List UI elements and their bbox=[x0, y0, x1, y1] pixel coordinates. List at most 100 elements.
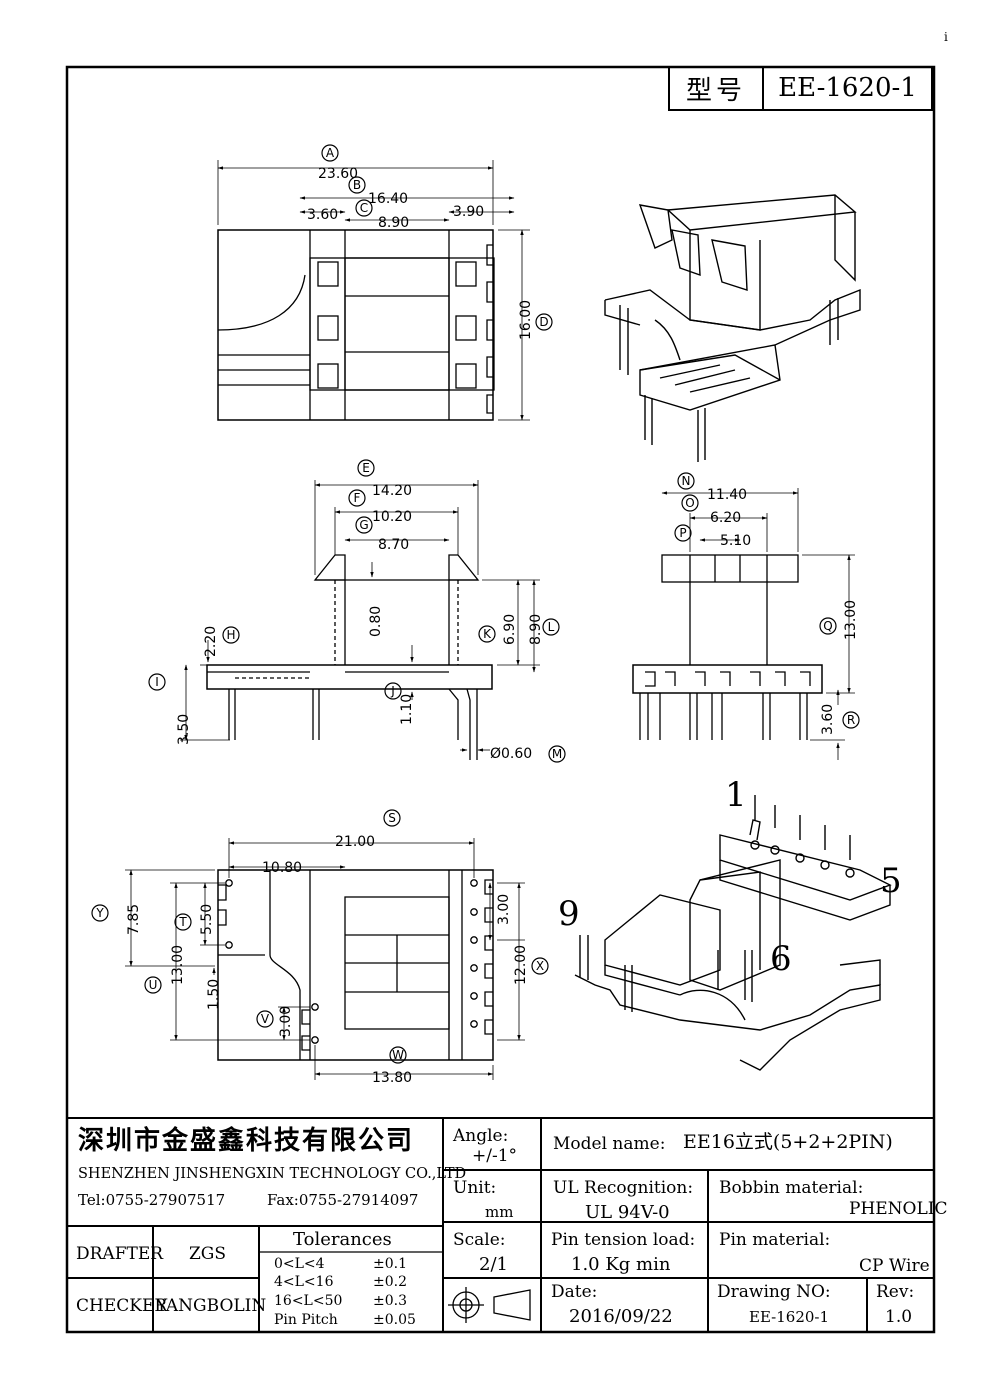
letter-L: L bbox=[542, 618, 560, 636]
letter-B: B bbox=[348, 176, 366, 194]
svg-text:O: O bbox=[685, 496, 694, 510]
letter-G: G bbox=[355, 516, 373, 534]
svg-text:I: I bbox=[155, 675, 159, 689]
tolerance-range-3: 16<L<50 bbox=[274, 1293, 343, 1309]
dim-H: 2.20 bbox=[203, 626, 219, 657]
tolerances-title: Tolerances bbox=[293, 1229, 392, 1250]
svg-text:L: L bbox=[548, 620, 555, 634]
rev-value: 1.0 bbox=[885, 1307, 913, 1327]
drawing-no-value: EE-1620-1 bbox=[749, 1308, 830, 1326]
letter-I: I bbox=[148, 673, 166, 691]
dim-S: 21.00 bbox=[335, 834, 375, 850]
isometric-view-bottom bbox=[574, 795, 892, 1071]
svg-text:J: J bbox=[390, 684, 395, 698]
svg-text:H: H bbox=[226, 628, 235, 642]
model-name-value: EE16立式(5+2+2PIN) bbox=[683, 1131, 893, 1153]
model-number-box: 型号 EE-1620-1 bbox=[668, 67, 933, 111]
company-name-en: SHENZHEN JINSHENGXIN TECHNOLOGY CO.,LTD bbox=[78, 1166, 467, 1182]
tolerance-value-4: ±0.05 bbox=[373, 1312, 416, 1328]
svg-text:C: C bbox=[360, 201, 368, 215]
company-name-cn: 深圳市金盛鑫科技有限公司 bbox=[78, 1126, 415, 1156]
dim-A: 23.60 bbox=[318, 166, 358, 182]
company-fax: Fax:0755-27914097 bbox=[267, 1191, 419, 1209]
svg-text:M: M bbox=[552, 747, 562, 761]
dim-L: 8.90 bbox=[528, 614, 544, 645]
company-tel: Tel:0755-27907517 bbox=[78, 1191, 226, 1209]
scale-label: Scale: bbox=[453, 1230, 506, 1250]
letter-A: A bbox=[321, 144, 339, 162]
svg-text:V: V bbox=[261, 1012, 270, 1026]
bottom-view bbox=[125, 838, 525, 1080]
dim-G: 8.70 bbox=[378, 537, 409, 553]
tolerance-range-4: Pin Pitch bbox=[274, 1312, 338, 1328]
letter-R: R bbox=[842, 711, 860, 729]
svg-text:P: P bbox=[679, 526, 686, 540]
tolerance-value-1: ±0.1 bbox=[373, 1256, 407, 1272]
svg-text:X: X bbox=[536, 959, 544, 973]
svg-text:E: E bbox=[362, 461, 370, 475]
angle-value: +/-1° bbox=[472, 1146, 518, 1166]
drawing-frame bbox=[65, 65, 936, 1334]
letter-O: O bbox=[681, 494, 699, 512]
letter-M: M bbox=[548, 745, 566, 763]
letter-K: K bbox=[478, 625, 496, 643]
dim-M: Ø0.60 bbox=[490, 746, 532, 762]
dim-Y: 7.85 bbox=[126, 904, 142, 935]
isometric-view-top bbox=[604, 194, 861, 462]
pin-label-6: 6 bbox=[770, 939, 792, 979]
dim-O: 6.20 bbox=[710, 510, 741, 526]
letter-E: E bbox=[357, 459, 375, 477]
front-view bbox=[180, 480, 540, 760]
dim-N: 11.40 bbox=[707, 487, 747, 503]
ul-label: UL Recognition: bbox=[553, 1178, 694, 1198]
dim-U: 13.00 bbox=[170, 945, 186, 985]
top-view bbox=[217, 160, 530, 421]
svg-text:D: D bbox=[539, 315, 548, 329]
dim-J: 1.10 bbox=[399, 694, 415, 725]
dim-S-inner: 10.80 bbox=[262, 860, 302, 876]
angle-label: Angle: bbox=[453, 1126, 509, 1146]
unit-label: Unit: bbox=[453, 1178, 497, 1198]
letter-F: F bbox=[348, 489, 366, 507]
bobbin-value: PHENOLIC bbox=[849, 1199, 948, 1219]
letter-X: X bbox=[531, 957, 549, 975]
letter-C: C bbox=[355, 199, 373, 217]
checker-label: CHECKER bbox=[76, 1296, 168, 1316]
pin-material-value: CP Wire bbox=[859, 1256, 930, 1276]
model-label: 型号 bbox=[670, 67, 764, 109]
pin-label-5: 5 bbox=[880, 861, 902, 901]
projection-symbol-icon bbox=[448, 1287, 531, 1323]
pin-tension-label: Pin tension load: bbox=[551, 1230, 696, 1250]
svg-text:Y: Y bbox=[95, 906, 104, 920]
dim-X-small: 3.00 bbox=[496, 894, 512, 925]
drafter-name: ZGS bbox=[189, 1244, 227, 1264]
bobbin-label: Bobbin material: bbox=[719, 1178, 864, 1198]
dim-X: 12.00 bbox=[513, 945, 529, 985]
letter-N: N bbox=[677, 472, 695, 490]
pin-label-1: 1 bbox=[725, 775, 747, 815]
scale-value: 2/1 bbox=[479, 1254, 508, 1275]
unit-value: mm bbox=[485, 1203, 514, 1221]
drawing-no-label: Drawing NO: bbox=[717, 1282, 831, 1302]
letter-J: J bbox=[384, 682, 402, 700]
tolerance-range-2: 4<L<16 bbox=[274, 1274, 334, 1290]
svg-text:N: N bbox=[682, 474, 691, 488]
letter-T: T bbox=[174, 913, 192, 931]
dim-I: 3.50 bbox=[176, 714, 192, 745]
title-block: 深圳市金盛鑫科技有限公司 SHENZHEN JINSHENGXIN TECHNO… bbox=[67, 1118, 948, 1332]
side-view bbox=[632, 488, 855, 760]
svg-text:W: W bbox=[392, 1048, 404, 1062]
tolerance-value-3: ±0.3 bbox=[373, 1293, 407, 1309]
dim-T: 5.50 bbox=[199, 904, 215, 935]
letter-Q: Q bbox=[819, 617, 837, 635]
letter-Y: Y bbox=[91, 904, 109, 922]
drafter-label: DRAFTER bbox=[76, 1244, 164, 1264]
svg-text:G: G bbox=[359, 518, 368, 532]
svg-text:F: F bbox=[354, 491, 361, 505]
letter-H: H bbox=[222, 626, 240, 644]
date-label: Date: bbox=[551, 1282, 598, 1302]
dim-F: 10.20 bbox=[372, 509, 412, 525]
dim-Q: 13.00 bbox=[843, 600, 859, 640]
pin-label-9: 9 bbox=[558, 894, 580, 934]
